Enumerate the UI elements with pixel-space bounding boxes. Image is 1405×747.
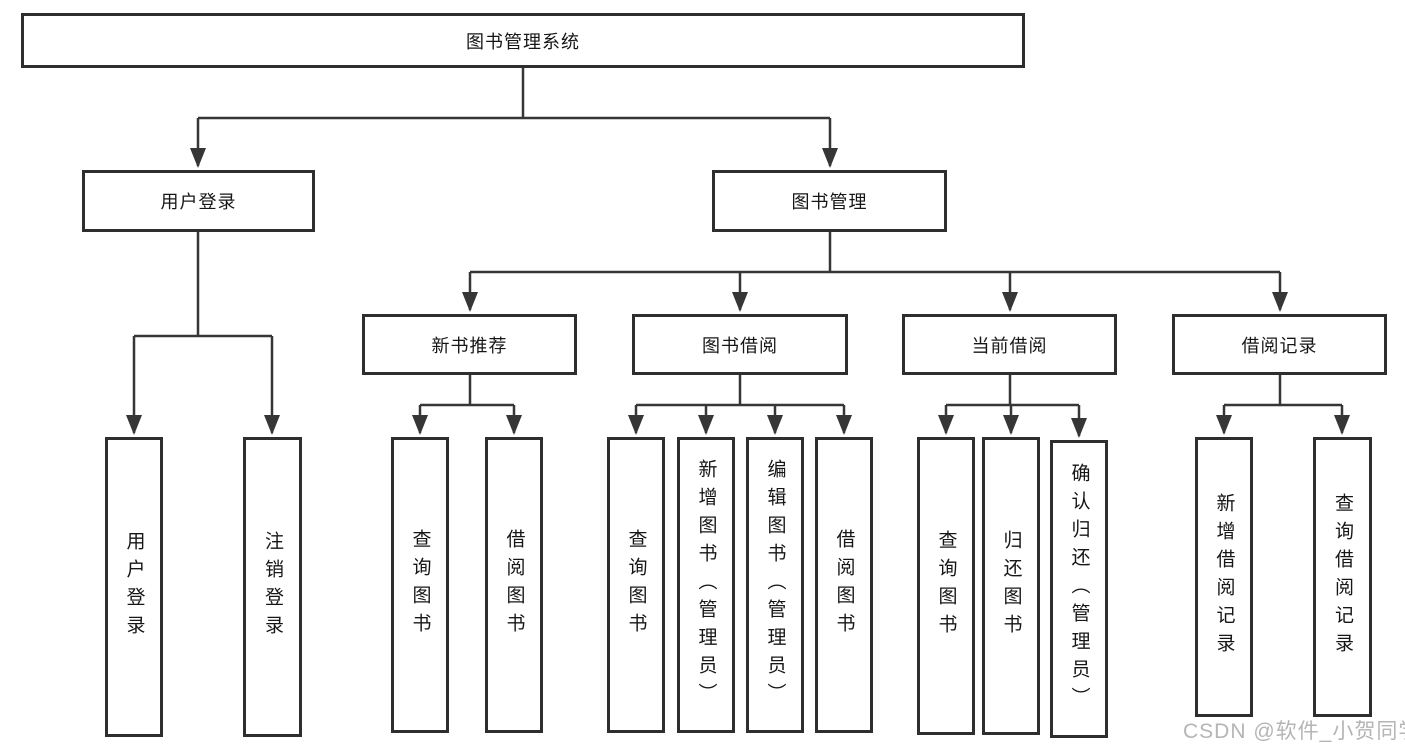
leaf-query-books-1: 查询图书	[391, 437, 449, 733]
leaf-query-books-1-label: 查询图书	[409, 529, 431, 641]
leaf-user-login: 用户登录	[105, 437, 163, 737]
leaf-borrow-books-1: 借阅图书	[485, 437, 543, 733]
leaf-borrow-books-2: 借阅图书	[815, 437, 873, 733]
node-book-borrow-label: 图书借阅	[702, 335, 778, 356]
node-current-borrow: 当前借阅	[902, 314, 1117, 375]
leaf-query-books-2: 查询图书	[607, 437, 665, 733]
leaf-return-books: 归还图书	[982, 437, 1040, 735]
node-borrow-records: 借阅记录	[1172, 314, 1387, 375]
leaf-query-books-2-label: 查询图书	[625, 529, 647, 641]
leaf-query-books-3: 查询图书	[917, 437, 975, 735]
leaf-user-login-label: 用户登录	[123, 531, 145, 643]
leaf-add-borrow-record-label: 新增借阅记录	[1213, 493, 1235, 661]
node-user-login-label: 用户登录	[160, 192, 237, 212]
leaf-add-borrow-record: 新增借阅记录	[1195, 437, 1253, 717]
node-borrow-records-label: 借阅记录	[1241, 335, 1318, 356]
leaf-add-books-admin-label: 新增图书（管理员）	[695, 459, 717, 711]
node-root-label: 图书管理系统	[466, 31, 580, 52]
csdn-watermark: CSDN @软件_小贺同学	[1183, 720, 1405, 743]
leaf-query-borrow-record: 查询借阅记录	[1313, 437, 1372, 717]
leaf-confirm-return-admin: 确认归还（管理员）	[1050, 440, 1108, 738]
node-user-login: 用户登录	[82, 170, 315, 232]
node-current-borrow-label: 当前借阅	[971, 335, 1048, 356]
node-book-management: 图书管理	[712, 170, 947, 232]
leaf-logout: 注销登录	[243, 437, 302, 737]
node-book-management-label: 图书管理	[791, 192, 868, 212]
leaf-borrow-books-1-label: 借阅图书	[503, 529, 525, 641]
node-root-system: 图书管理系统	[21, 13, 1025, 68]
leaf-logout-label: 注销登录	[262, 531, 283, 643]
leaf-borrow-books-2-label: 借阅图书	[833, 529, 855, 641]
leaf-confirm-return-admin-label: 确认归还（管理员）	[1068, 463, 1090, 715]
node-new-book-recommend-label: 新书推荐	[431, 335, 508, 356]
node-book-borrow: 图书借阅	[632, 314, 848, 375]
node-new-book-recommend: 新书推荐	[362, 314, 577, 375]
leaf-return-books-label: 归还图书	[1000, 530, 1022, 642]
leaf-add-books-admin: 新增图书（管理员）	[677, 437, 735, 733]
leaf-query-borrow-record-label: 查询借阅记录	[1332, 493, 1353, 661]
leaf-query-books-3-label: 查询图书	[935, 530, 957, 642]
leaf-edit-books-admin: 编辑图书（管理员）	[746, 437, 804, 733]
leaf-edit-books-admin-label: 编辑图书（管理员）	[764, 459, 786, 711]
